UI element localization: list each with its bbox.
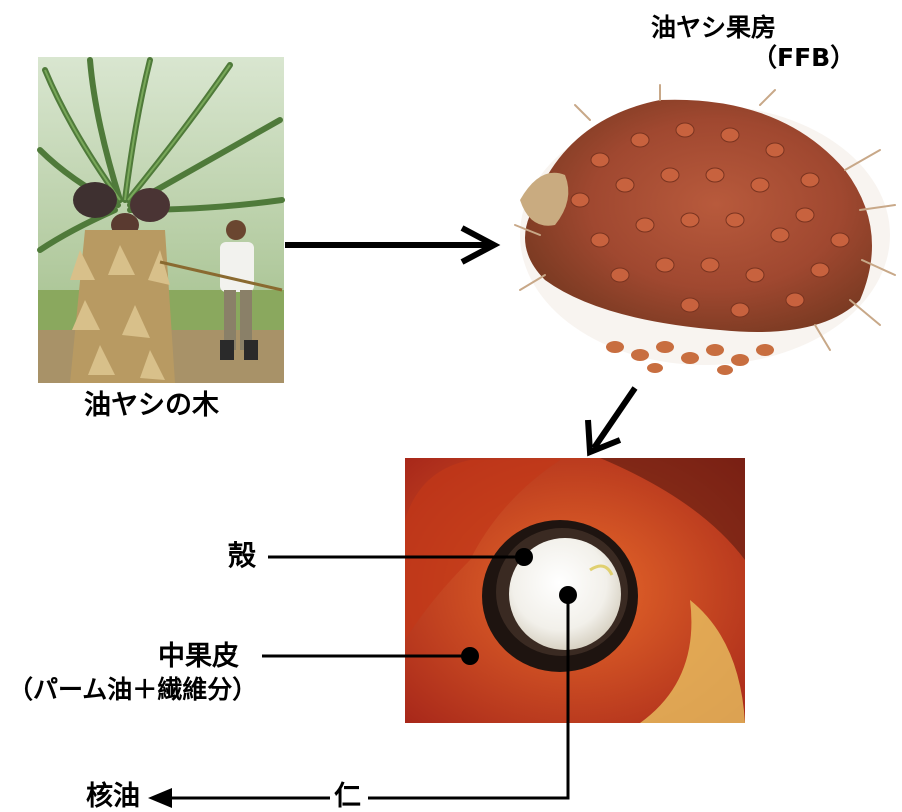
arrow-tree-to-ffb [285,228,494,262]
kernel-label: 仁 [334,783,361,810]
ffb-photo [505,85,902,385]
ffb-label-line2: （FFB） [752,45,855,70]
tree-photo [38,57,284,383]
kernel-oil-label: 核油 [86,783,140,810]
arrow-kernel-to-oil [148,788,330,808]
tree-label: 油ヤシの木 [84,392,219,419]
mesocarp-label-line2: （パーム油＋繊維分） [8,677,257,702]
ffb-label-line1: 油ヤシ果房 [651,15,776,40]
mesocarp-label-line1: 中果皮 [158,643,239,670]
arrow-ffb-to-fruit [588,388,635,452]
shell-label: 殻 [228,542,256,570]
